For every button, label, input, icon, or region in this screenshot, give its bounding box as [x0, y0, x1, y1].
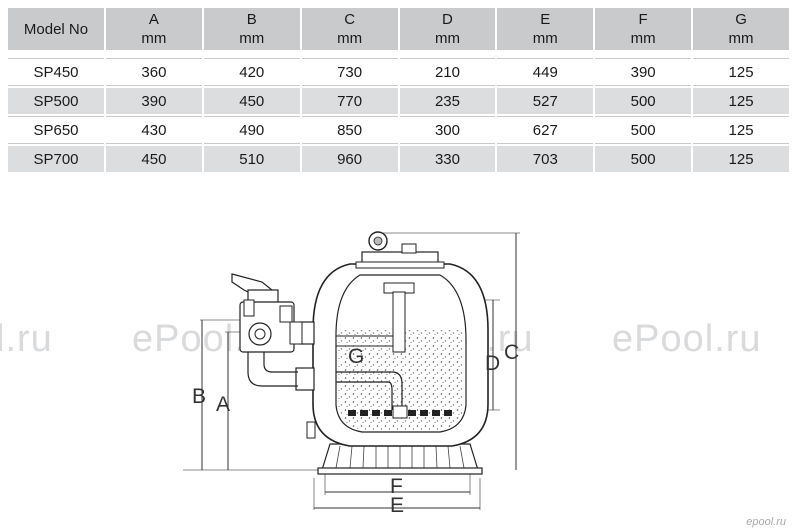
filter-tank — [295, 231, 489, 447]
value-cell: 125 — [693, 58, 789, 86]
value-cell: 300 — [399, 116, 496, 144]
value-cell: 420 — [203, 58, 300, 86]
value-cell: 703 — [497, 146, 594, 172]
value-cell: 390 — [106, 88, 202, 114]
value-cell: 627 — [497, 116, 594, 144]
value-cell: 450 — [203, 88, 300, 114]
value-cell: 235 — [399, 88, 496, 114]
value-cell: 449 — [497, 58, 594, 86]
value-cell: 210 — [399, 58, 496, 86]
label-g: G — [348, 345, 365, 368]
value-cell: 527 — [497, 88, 594, 114]
value-cell: 330 — [399, 146, 496, 172]
label-c: C — [504, 341, 520, 364]
value-cell: 770 — [301, 88, 398, 114]
value-cell: 850 — [301, 116, 398, 144]
value-cell: 125 — [693, 116, 789, 144]
value-cell: 730 — [301, 58, 398, 86]
value-cell: 430 — [106, 116, 202, 144]
value-cell: 125 — [693, 88, 789, 114]
model-cell: SP700 — [8, 146, 104, 172]
filter-base — [317, 443, 483, 475]
label-e: E — [390, 494, 405, 517]
label-b: B — [192, 385, 207, 408]
value-cell: 500 — [595, 88, 692, 114]
table-row: SP500 390 450 770 235 527 500 125 — [8, 88, 789, 114]
table-row: SP650 430 490 850 300 627 500 125 — [8, 116, 789, 144]
label-a: A — [216, 393, 231, 416]
table-row: SP700 450 510 960 330 703 500 125 — [8, 146, 789, 172]
value-cell: 960 — [301, 146, 398, 172]
header-model: Model No — [8, 8, 104, 50]
value-cell: 360 — [106, 58, 202, 86]
model-cell: SP650 — [8, 116, 104, 144]
logo: epool.ru — [746, 516, 786, 528]
table-row: SP450 360 420 730 210 449 390 125 — [8, 58, 789, 86]
value-cell: 500 — [595, 116, 692, 144]
model-cell: SP450 — [8, 58, 104, 86]
value-cell: 500 — [595, 146, 692, 172]
label-f: F — [390, 475, 403, 498]
value-cell: 450 — [106, 146, 202, 172]
label-d: D — [485, 352, 501, 375]
value-cell: 125 — [693, 146, 789, 172]
model-cell: SP500 — [8, 88, 104, 114]
dimension-lines — [201, 233, 517, 509]
watermark: ePool.ru — [612, 318, 762, 360]
watermark: l.ru — [0, 318, 53, 360]
value-cell: 490 — [203, 116, 300, 144]
multiport-valve — [231, 273, 303, 387]
value-cell: 390 — [595, 58, 692, 86]
value-cell: 510 — [203, 146, 300, 172]
